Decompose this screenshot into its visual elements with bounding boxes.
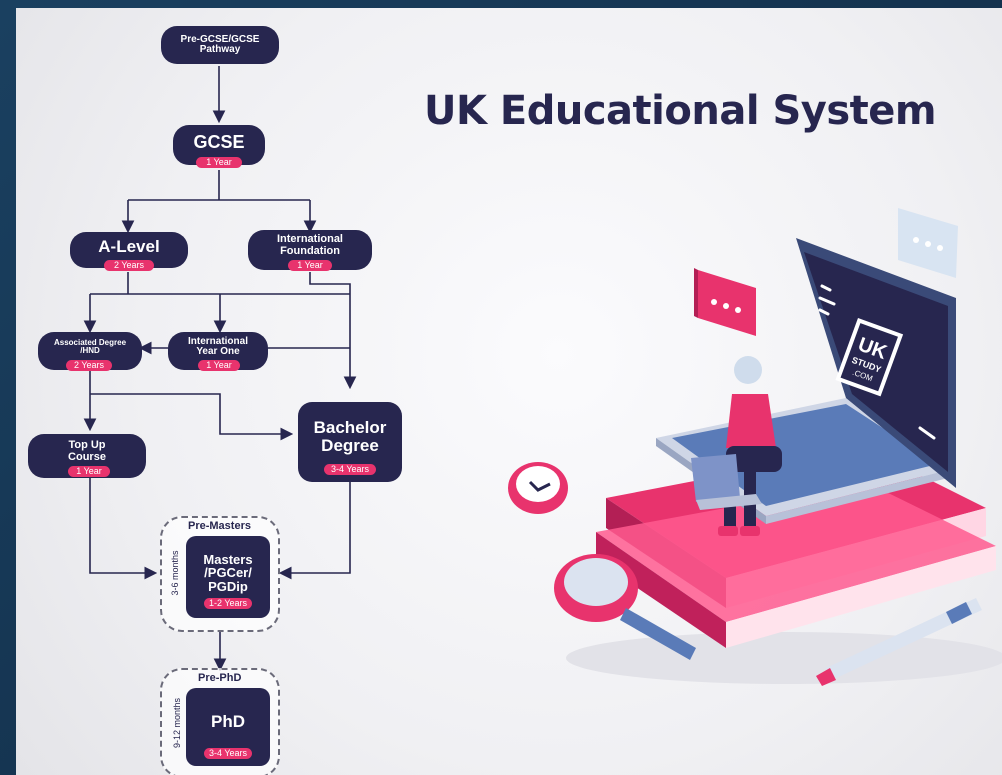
pre-phd-duration: 9-12 months bbox=[172, 697, 182, 749]
pre-masters-label: Pre-Masters bbox=[188, 520, 251, 532]
node-pre-gcse-label: Pre-GCSE/GCSE Pathway bbox=[180, 33, 260, 55]
clock-icon bbox=[508, 462, 568, 514]
arrow-topup-masters bbox=[89, 478, 158, 580]
chat-bubble-pink-icon bbox=[694, 268, 756, 336]
pre-masters-duration: 3-6 months bbox=[170, 550, 180, 596]
infographic-panel: Pre-GCSE/GCSE Pathway GCSE 1 Year A-Leve… bbox=[16, 8, 1002, 775]
arrow-assoc-bachelor bbox=[90, 393, 294, 441]
student-laptop-illustration: UK STUDY .COM bbox=[508, 208, 1002, 686]
chat-bubble-blue-icon bbox=[898, 208, 958, 278]
flow-connectors bbox=[83, 66, 357, 672]
node-masters-label: Masters /PGCer/ PGDip bbox=[203, 551, 253, 594]
node-pre-gcse-pathway: Pre-GCSE/GCSE Pathway bbox=[161, 26, 279, 64]
page-title: UK Educational System bbox=[424, 88, 937, 134]
intl-foundation-duration-badge: 1 Year bbox=[288, 260, 332, 271]
pre-phd-label: Pre-PhD bbox=[198, 672, 242, 684]
a-level-duration-badge: 2 Years bbox=[104, 260, 154, 271]
node-assoc-degree-label: Associated Degree /HND bbox=[53, 337, 127, 355]
node-phd-label: PhD bbox=[211, 712, 245, 732]
gcse-duration-badge: 1 Year bbox=[196, 157, 242, 168]
intl-year-one-duration-badge: 1 Year bbox=[198, 360, 240, 371]
arrow-foundation-bachelor bbox=[309, 272, 357, 390]
node-top-up-label: Top Up Course bbox=[68, 439, 106, 463]
masters-duration-badge: 1-2 Years bbox=[204, 598, 252, 609]
connector-alevel-split bbox=[89, 272, 350, 326]
book-stack-icon bbox=[596, 448, 996, 648]
phd-duration-badge: 3-4 Years bbox=[204, 748, 252, 759]
student-person-icon bbox=[691, 356, 782, 536]
node-gcse-label: GCSE bbox=[193, 131, 245, 152]
node-a-level-label: A-Level bbox=[98, 237, 160, 257]
node-intl-foundation-label: International Foundation bbox=[276, 233, 343, 257]
pen-icon bbox=[816, 598, 982, 686]
magnifying-glass-icon bbox=[554, 554, 696, 660]
node-intl-year-one-label: International Year One bbox=[187, 335, 248, 357]
connector-gcse-split bbox=[127, 170, 311, 226]
arrow-bachelor-masters bbox=[278, 478, 351, 580]
assoc-degree-duration-badge: 2 Years bbox=[66, 360, 112, 371]
node-a-level: A-Level bbox=[70, 232, 188, 268]
bachelor-duration-badge: 3-4 Years bbox=[324, 464, 376, 475]
node-top-up-course: Top Up Course bbox=[28, 434, 146, 478]
top-up-duration-badge: 1 Year bbox=[68, 466, 110, 477]
node-international-year-one: International Year One bbox=[168, 332, 268, 370]
node-bachelor-label: Bachelor Degree bbox=[313, 418, 387, 455]
